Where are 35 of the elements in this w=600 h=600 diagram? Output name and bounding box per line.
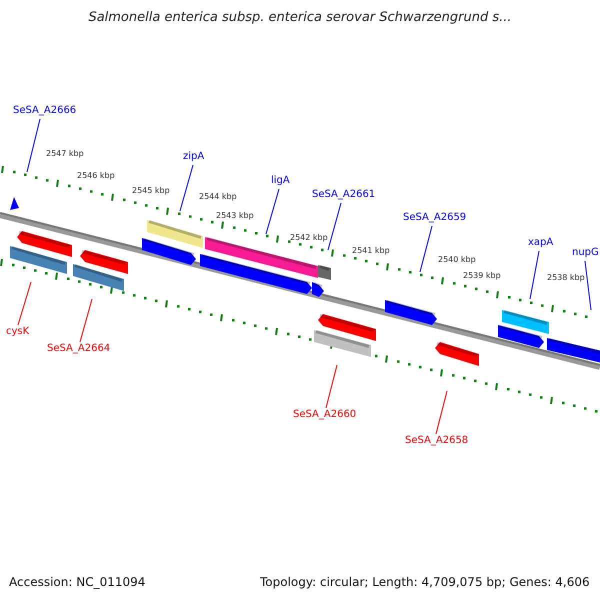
scale-label: 2544 kbp bbox=[199, 193, 237, 201]
scale-label: 2540 kbp bbox=[438, 256, 476, 264]
leader-line bbox=[584, 260, 592, 310]
leader-line bbox=[420, 226, 432, 272]
leader-line bbox=[328, 202, 342, 250]
leader-line bbox=[436, 390, 448, 434]
gene-label: SeSA_A2666 bbox=[13, 106, 76, 116]
gene-label: SeSA_A2659 bbox=[403, 213, 466, 223]
scale-label: 2541 kbp bbox=[352, 247, 390, 255]
gene-label: ligA bbox=[271, 176, 290, 186]
gene-label: xapA bbox=[528, 238, 554, 248]
footer-text: Topology: circular; Length: 4,709,075 bp; Genes: 4,606 bbox=[260, 576, 590, 588]
leader-line bbox=[18, 282, 32, 326]
gene-label: nupG bbox=[572, 248, 599, 258]
gene-label: SeSA_A2660 bbox=[293, 410, 356, 420]
footer-text: Accession: NC_011094 bbox=[9, 576, 146, 588]
scale-label: 2543 kbp bbox=[216, 212, 254, 220]
title: Salmonella enterica subsp. enterica serovar Schwarzengrund s... bbox=[87, 11, 513, 24]
leader-line bbox=[326, 364, 338, 408]
leader-line bbox=[266, 188, 280, 234]
leader-line bbox=[180, 164, 194, 212]
leader-line bbox=[26, 118, 40, 172]
gene-label: SeSA_A2658 bbox=[405, 436, 468, 446]
gene-label: cysK bbox=[6, 327, 30, 337]
scale-label: 2542 kbp bbox=[290, 234, 328, 242]
scale-label: 2538 kbp bbox=[547, 274, 585, 282]
gene-label: SeSA_A2664 bbox=[47, 344, 110, 354]
gene-label: zipA bbox=[183, 152, 204, 162]
leader-line bbox=[530, 250, 540, 300]
scale-label: 2547 kbp bbox=[46, 150, 84, 158]
leader-line bbox=[80, 298, 92, 342]
scale-label: 2545 kbp bbox=[132, 187, 170, 195]
scale-label: 2539 kbp bbox=[463, 272, 501, 280]
scale-label: 2546 kbp bbox=[77, 172, 115, 180]
gene-label: SeSA_A2661 bbox=[312, 190, 376, 200]
